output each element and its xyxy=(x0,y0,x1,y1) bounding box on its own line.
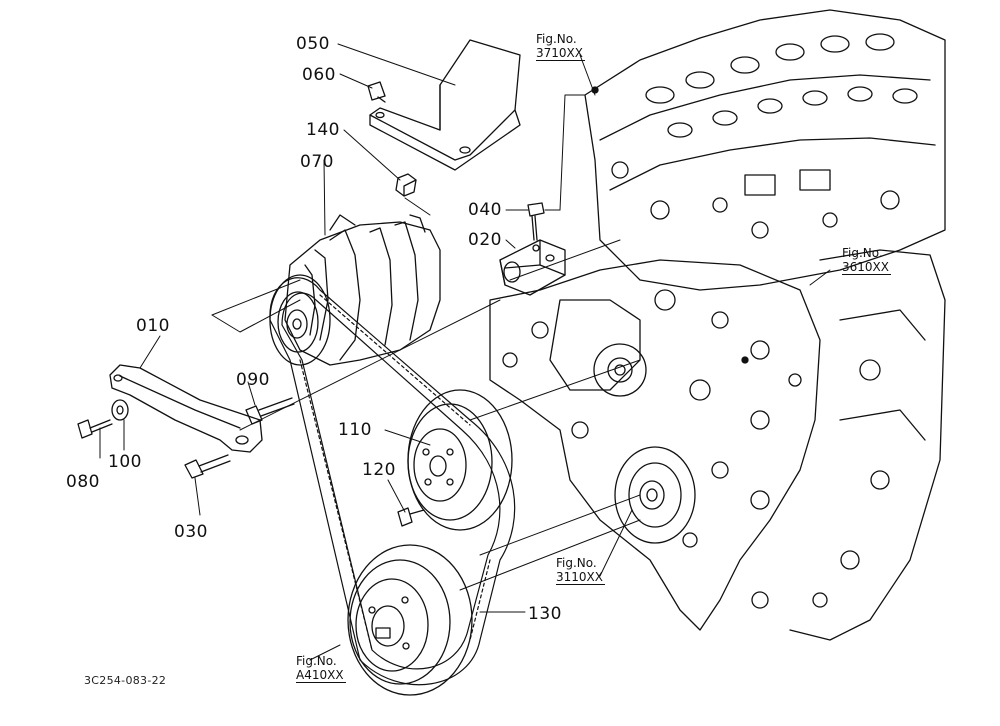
fig-ref-number: 3710XX xyxy=(536,46,585,61)
part-label-040: 040 xyxy=(468,200,502,220)
part-label-140: 140 xyxy=(306,120,340,140)
part-label-100: 090 xyxy=(236,370,270,390)
washer-090 xyxy=(111,399,129,421)
bolt-030 xyxy=(184,454,231,479)
part-label-060: 060 xyxy=(302,65,336,85)
part-label-010: 010 xyxy=(136,316,170,336)
fig-ref-number: A410XX xyxy=(296,668,346,683)
leader-lines xyxy=(99,43,831,661)
bracket-020 xyxy=(499,239,566,296)
fig-ref-prefix: Fig.No. xyxy=(842,246,883,260)
part-label-030: 030 xyxy=(174,522,208,542)
fig-ref-number: 3610XX xyxy=(842,260,891,275)
part-label-020: 020 xyxy=(468,230,502,250)
bolt-080 xyxy=(77,419,113,439)
fig-ref-3710xx: Fig.No. 3710XX xyxy=(536,32,585,61)
fig-ref-3610xx: Fig.No. 3610XX xyxy=(842,246,891,275)
shield-plate-050 xyxy=(369,39,521,171)
part-label-110: 110 xyxy=(338,420,372,440)
fig-ref-prefix: Fig.No. xyxy=(536,32,577,46)
pulley-110 xyxy=(407,389,513,531)
part-label-050: 050 xyxy=(296,34,330,54)
part-label-090: 100 xyxy=(108,452,142,472)
fig-ref-prefix: Fig.No. xyxy=(556,556,597,570)
drawing-code: 3C254-083-22 xyxy=(84,674,167,687)
part-label-120: 120 xyxy=(362,460,396,480)
nut-140 xyxy=(395,173,417,197)
v-belt-130 xyxy=(269,277,516,686)
bolt-040 xyxy=(527,202,545,241)
alternator-070 xyxy=(269,214,441,366)
crank-pulley xyxy=(347,544,473,696)
assembly-lines xyxy=(211,94,641,591)
fig-ref-a410xx: Fig.No. A410XX xyxy=(296,654,346,683)
engine-block xyxy=(489,9,946,641)
bolt-120 xyxy=(397,507,425,527)
part-label-070: 070 xyxy=(300,152,334,172)
fig-ref-3110xx: Fig.No. 3110XX xyxy=(556,556,605,585)
fig-ref-number: 3110XX xyxy=(556,570,605,585)
part-label-130: 130 xyxy=(528,604,562,624)
bolt-060 xyxy=(367,81,386,103)
fig-ref-prefix: Fig.No. xyxy=(296,654,337,668)
part-label-080: 080 xyxy=(66,472,100,492)
bolt-100 xyxy=(245,397,295,425)
